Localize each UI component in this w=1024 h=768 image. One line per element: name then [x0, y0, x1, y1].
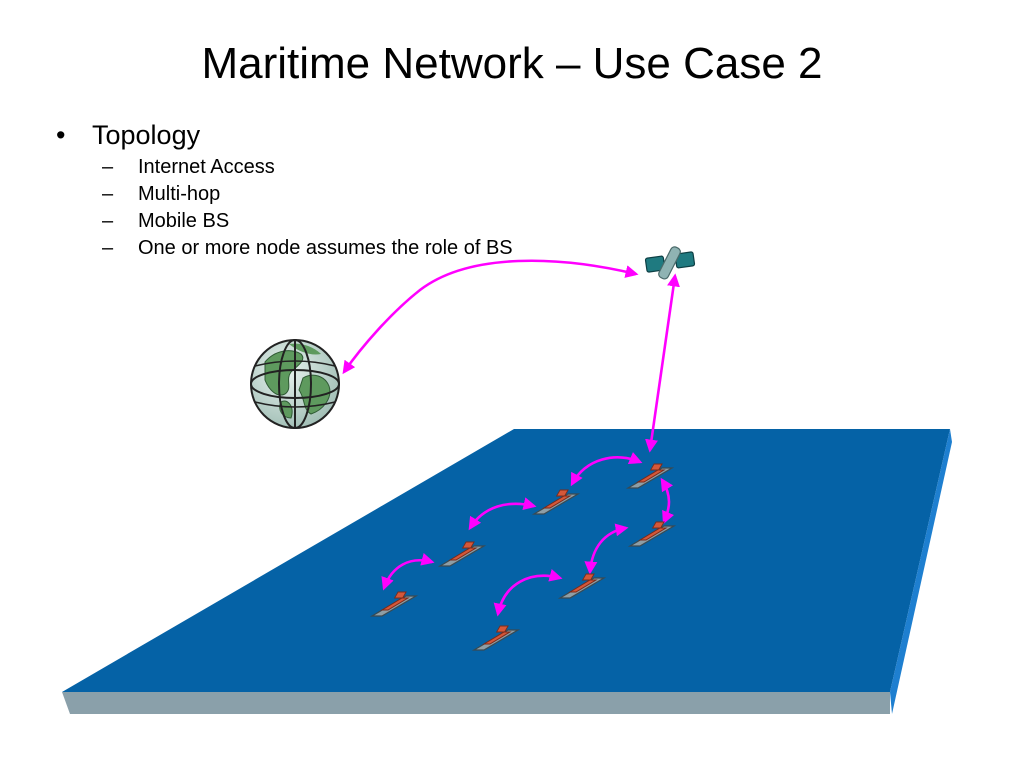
- sea-front-edge: [62, 692, 890, 714]
- link-satellite-ship: [645, 273, 680, 453]
- link-ship-ship: [570, 452, 643, 487]
- globe-icon: [250, 339, 340, 429]
- satellite-icon: [644, 246, 696, 280]
- link-ship-ship: [584, 523, 629, 575]
- link-ship-ship: [660, 477, 675, 525]
- ship-icon: [625, 463, 675, 489]
- dash-marker: –: [102, 183, 114, 205]
- ship-icon: [531, 489, 581, 515]
- ship-icon: [557, 573, 607, 599]
- dash-marker: –: [102, 156, 114, 178]
- link-ship-ship: [468, 497, 537, 531]
- ship-icon: [627, 521, 677, 547]
- bullet-marker: •: [56, 120, 66, 150]
- dash-marker: –: [102, 210, 114, 232]
- sea-right-edge: [890, 429, 952, 714]
- ship-icon: [437, 541, 487, 567]
- sub-bullet-text: Mobile BS: [138, 210, 230, 232]
- ship-icon: [471, 625, 521, 651]
- ships: [369, 463, 677, 651]
- sea-plane: [62, 429, 952, 714]
- sub-bullet-text: One or more node assumes the role of BS: [138, 237, 513, 259]
- sea-surface: [62, 429, 950, 692]
- slide-title: Maritime Network – Use Case 2: [201, 39, 823, 88]
- sub-bullet-text: Internet Access: [138, 156, 275, 178]
- link-ship-ship: [493, 569, 563, 617]
- links: [342, 259, 680, 617]
- bullet-text: Topology: [92, 120, 201, 150]
- link-ship-ship: [381, 552, 435, 591]
- sub-bullet-text: Multi-hop: [138, 183, 221, 205]
- ship-icon: [369, 591, 419, 617]
- dash-marker: –: [102, 237, 114, 259]
- link-satellite-globe: [342, 259, 639, 375]
